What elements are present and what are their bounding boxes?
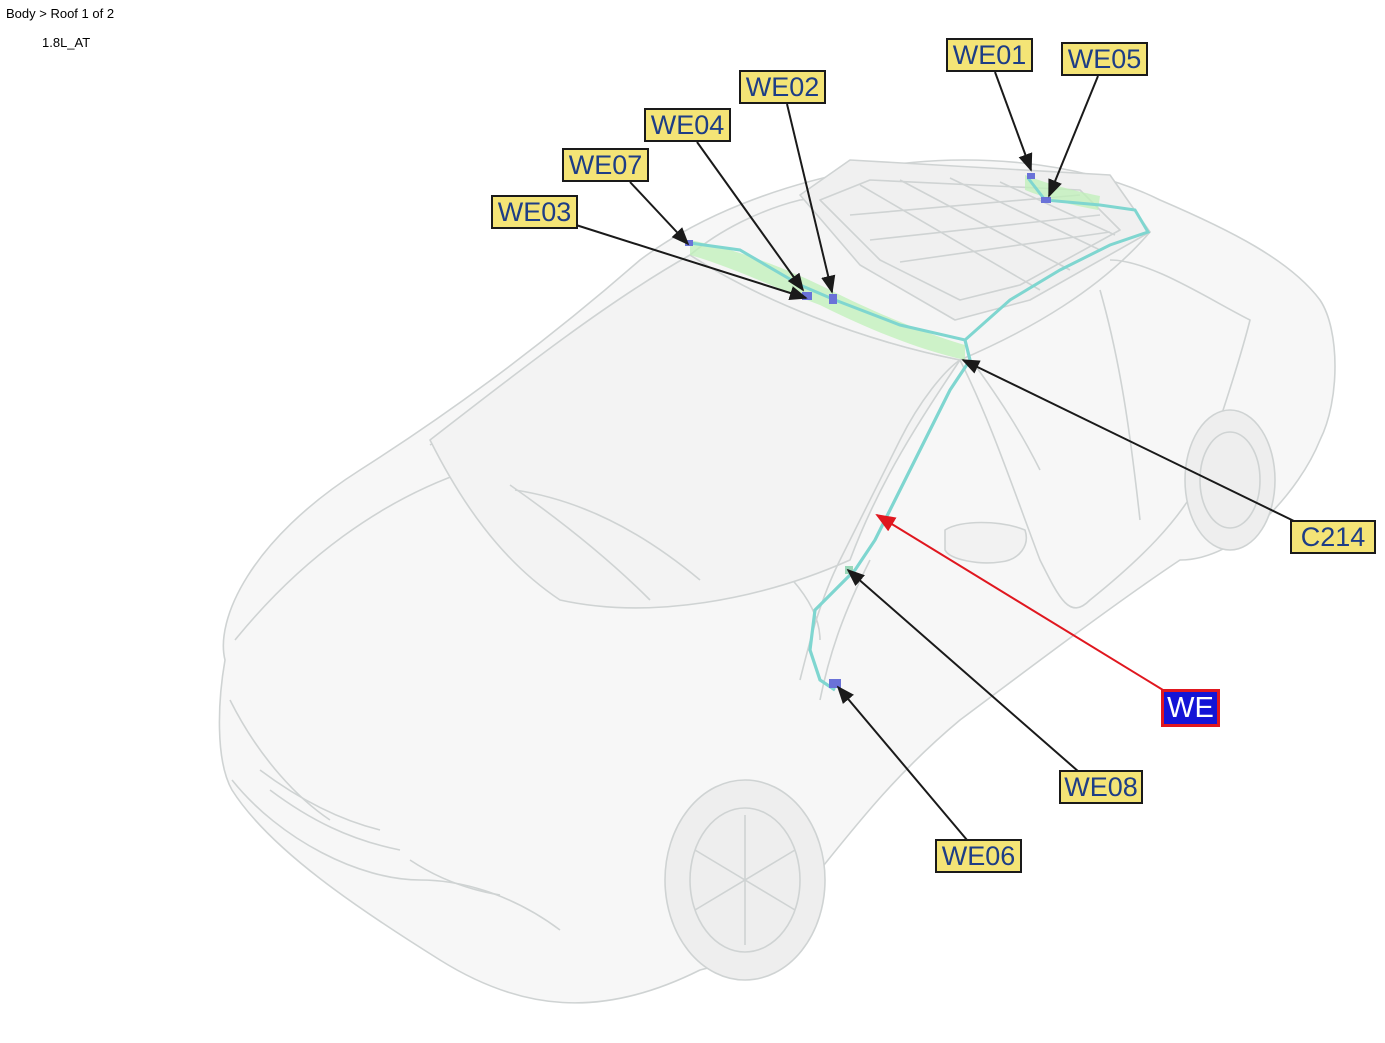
callout-we03[interactable]: WE03 xyxy=(491,195,578,229)
harness-route xyxy=(685,173,1151,692)
variant-label: 1.8L_AT xyxy=(42,35,91,50)
callout-we06[interactable]: WE06 xyxy=(935,839,1022,873)
breadcrumb: Body > Roof 1 of 2 xyxy=(6,6,115,21)
callout-we05[interactable]: WE05 xyxy=(1061,42,1148,76)
callout-c214[interactable]: C214 xyxy=(1290,520,1376,554)
harness-pointer-arrow xyxy=(875,513,1164,691)
leader-lines xyxy=(575,71,1297,841)
callout-we04[interactable]: WE04 xyxy=(644,108,731,142)
callout-we01[interactable]: WE01 xyxy=(946,38,1033,72)
callout-we07[interactable]: WE07 xyxy=(562,148,649,182)
car-body-outline xyxy=(218,159,1336,1004)
callout-we08[interactable]: WE08 xyxy=(1059,770,1143,804)
callout-we02[interactable]: WE02 xyxy=(739,70,826,104)
harness-label-we[interactable]: WE xyxy=(1161,689,1220,727)
